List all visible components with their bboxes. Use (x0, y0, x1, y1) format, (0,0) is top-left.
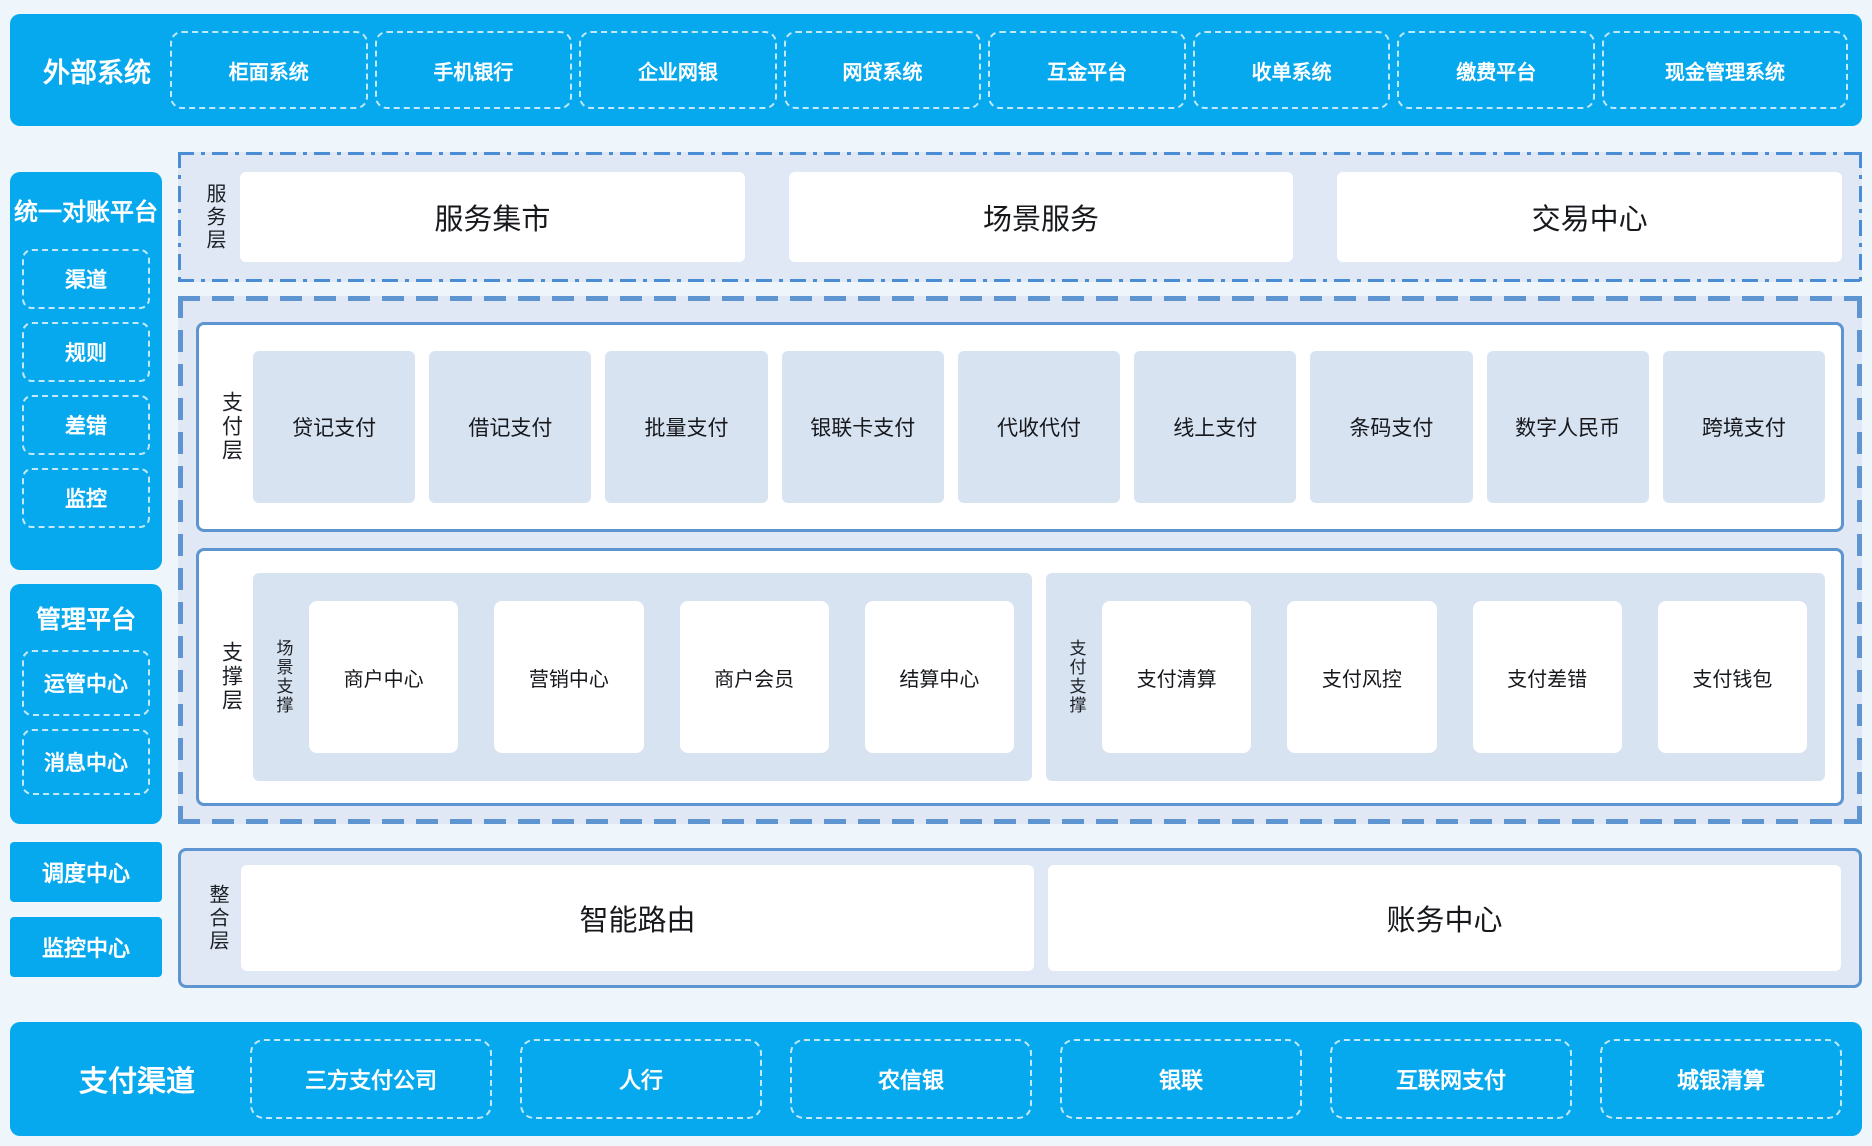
scene-support-label: 场景支撑 (273, 639, 293, 715)
integration-layer-label: 整合层 (206, 883, 228, 953)
support-layer-groups: 场景支撑 商户中心 营销中心 商户会员 结算中心 支付支撑 支付清算 支付风控 … (253, 573, 1825, 781)
service-layer-section: 服务层 服务集市 场景服务 交易中心 (178, 152, 1862, 282)
payment-item: 跨境支付 (1662, 351, 1825, 503)
scene-support-item: 商户中心 (309, 601, 459, 753)
reconciliation-item: 渠道 (22, 249, 150, 309)
payment-item: 线上支付 (1134, 351, 1297, 503)
reconciliation-item: 监控 (22, 468, 150, 528)
external-system-item: 收单系统 (1192, 31, 1391, 109)
payment-item: 借记支付 (429, 351, 592, 503)
scene-support-item: 结算中心 (864, 601, 1014, 753)
dispatch-center-box: 调度中心 (10, 842, 162, 902)
service-item: 交易中心 (1337, 172, 1843, 262)
payment-channel-item: 互联网支付 (1330, 1039, 1572, 1119)
payment-channel-item: 城银清算 (1600, 1039, 1842, 1119)
scene-support-item: 营销中心 (494, 601, 644, 753)
integration-layer-section: 整合层 智能路由 账务中心 (178, 848, 1862, 988)
external-system-item: 缴费平台 (1397, 31, 1596, 109)
payment-channels-title: 支付渠道 (78, 1066, 195, 1098)
payment-layer-section: 支付层 贷记支付 借记支付 批量支付 银联卡支付 代收代付 线上支付 条码支付 … (196, 322, 1844, 532)
external-systems-items: 柜面系统 手机银行 企业网银 网贷系统 互金平台 收单系统 缴费平台 现金管理系… (170, 31, 1849, 109)
payment-channel-item: 人行 (520, 1039, 762, 1119)
payment-channel-item: 三方支付公司 (250, 1039, 492, 1119)
payment-item: 银联卡支付 (781, 351, 944, 503)
payment-channel-item: 银联 (1060, 1039, 1302, 1119)
external-system-item: 柜面系统 (170, 31, 368, 109)
payment-item: 贷记支付 (253, 351, 416, 503)
payment-item: 条码支付 (1310, 351, 1473, 503)
integration-item: 账务中心 (1048, 865, 1841, 971)
reconciliation-platform-panel: 统一对账平台 渠道 规则 差错 监控 (10, 172, 162, 570)
monitor-center-box: 监控中心 (10, 917, 162, 977)
reconciliation-platform-items: 渠道 规则 差错 监控 (10, 249, 162, 528)
management-platform-panel: 管理平台 运管中心 消息中心 (10, 584, 162, 824)
management-platform-items: 运管中心 消息中心 (10, 650, 162, 795)
external-system-item: 网贷系统 (783, 31, 982, 109)
management-platform-title: 管理平台 (35, 606, 136, 634)
payment-item: 批量支付 (605, 351, 768, 503)
payment-support-item: 支付钱包 (1657, 601, 1807, 753)
integration-item: 智能路由 (241, 865, 1034, 971)
payment-item: 代收代付 (957, 351, 1121, 503)
scene-support-group: 场景支撑 商户中心 营销中心 商户会员 结算中心 (253, 573, 1032, 781)
core-layers-container: 支付层 贷记支付 借记支付 批量支付 银联卡支付 代收代付 线上支付 条码支付 … (178, 296, 1862, 824)
reconciliation-platform-title: 统一对账平台 (14, 199, 158, 226)
payment-support-label: 支付支撑 (1066, 639, 1086, 715)
payment-support-group: 支付支撑 支付清算 支付风控 支付差错 支付钱包 (1046, 573, 1825, 781)
external-system-item: 现金管理系统 (1602, 31, 1849, 109)
service-layer-label: 服务层 (203, 182, 225, 252)
reconciliation-item: 规则 (22, 322, 150, 382)
payment-channels-items: 三方支付公司 人行 农信银 银联 互联网支付 城银清算 (250, 1039, 1848, 1119)
scene-support-item: 商户会员 (679, 601, 829, 753)
payment-channels-bar: 支付渠道 三方支付公司 人行 农信银 银联 互联网支付 城银清算 (10, 1022, 1862, 1136)
external-systems-bar: 外部系统 柜面系统 手机银行 企业网银 网贷系统 互金平台 收单系统 缴费平台 … (10, 14, 1862, 126)
payment-support-item: 支付差错 (1472, 601, 1622, 753)
payment-support-items: 支付清算 支付风控 支付差错 支付钱包 (1102, 601, 1807, 753)
support-layer-label: 支撑层 (219, 641, 243, 713)
payment-support-item: 支付清算 (1102, 601, 1252, 753)
external-systems-title: 外部系统 (43, 57, 151, 88)
management-item: 消息中心 (22, 729, 150, 795)
service-item: 场景服务 (788, 172, 1294, 262)
external-system-item: 手机银行 (374, 31, 573, 109)
payment-layer-items: 贷记支付 借记支付 批量支付 银联卡支付 代收代付 线上支付 条码支付 数字人民… (253, 351, 1825, 503)
external-system-item: 企业网银 (579, 31, 777, 109)
reconciliation-item: 差错 (22, 395, 150, 455)
integration-layer-items: 智能路由 账务中心 (241, 865, 1841, 971)
management-item: 运管中心 (22, 650, 150, 716)
payment-layer-label: 支付层 (219, 391, 243, 463)
service-item: 服务集市 (240, 172, 745, 262)
payment-support-item: 支付风控 (1287, 601, 1437, 753)
support-layer-section: 支撑层 场景支撑 商户中心 营销中心 商户会员 结算中心 支付支撑 (196, 548, 1844, 806)
payment-item: 数字人民币 (1486, 351, 1649, 503)
external-system-item: 互金平台 (988, 31, 1186, 109)
payment-channel-item: 农信银 (790, 1039, 1032, 1119)
scene-support-items: 商户中心 营销中心 商户会员 结算中心 (309, 601, 1014, 753)
service-layer-items: 服务集市 场景服务 交易中心 (240, 172, 1843, 262)
